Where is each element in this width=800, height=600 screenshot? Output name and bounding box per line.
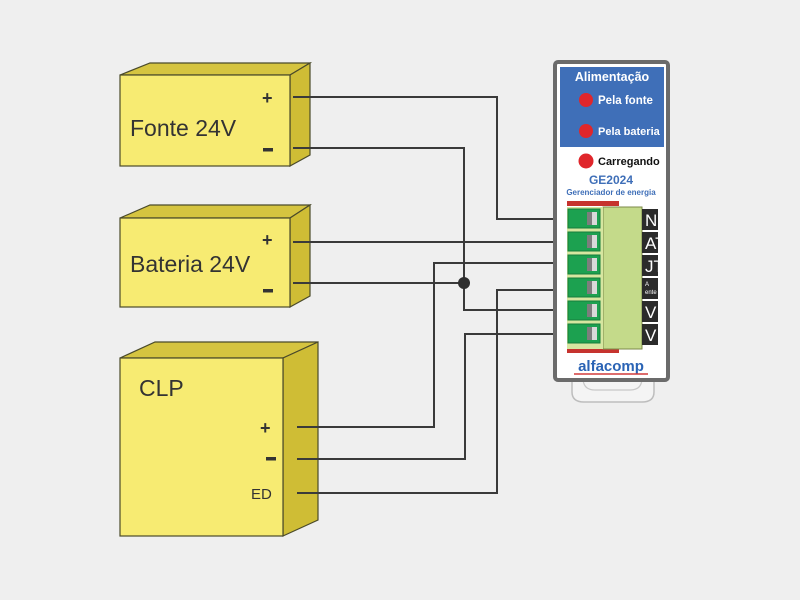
terminal-screw-highlight xyxy=(592,304,597,317)
fonte-top xyxy=(119,62,313,76)
bateria-top xyxy=(119,204,313,219)
fonte-front xyxy=(119,74,291,167)
terminal-screw-highlight xyxy=(592,235,597,248)
clp-label: CLP xyxy=(139,375,184,401)
terminal-label-text: V xyxy=(645,303,657,322)
terminal-label-bg xyxy=(642,255,658,276)
din-clip-inner xyxy=(582,377,643,391)
terminal-label-bg xyxy=(642,301,658,322)
terminal-label-2: AT xyxy=(642,232,665,253)
terminal-label-text: A xyxy=(645,282,649,288)
terminal-label-text: N xyxy=(645,211,657,230)
terminal-label-text: ente xyxy=(645,290,657,296)
clp-minus-label xyxy=(266,457,276,461)
terminal-label-bg xyxy=(642,209,658,230)
ge2024-module: Alimentação Pela fonte Pela bateria Carr… xyxy=(553,60,670,403)
led-label-pela-fonte: Pela fonte xyxy=(598,95,653,107)
bateria-minus-label xyxy=(263,289,273,293)
fonte-label: Fonte 24V xyxy=(130,115,237,141)
status-panel xyxy=(560,67,664,147)
wire-fonte-minus-to-junction xyxy=(293,147,465,283)
wire-v2-to-clp-minus xyxy=(297,333,585,460)
terminal-red-bottom xyxy=(567,348,619,353)
wire-fonte-plus-to-in xyxy=(293,96,585,220)
terminal-screw-highlight xyxy=(592,281,597,294)
terminal-screw xyxy=(587,235,592,248)
terminal-label-5: V xyxy=(642,301,658,322)
wire-out-to-clp-plus xyxy=(297,262,585,428)
brand-logo: alfacomp xyxy=(578,358,644,375)
terminal-screw xyxy=(587,281,592,294)
terminal-screw xyxy=(587,212,592,225)
wires xyxy=(293,96,585,494)
terminal-label-bg xyxy=(642,324,658,345)
terminal-red-top xyxy=(567,201,619,206)
model-subtitle: Gerenciador de energia xyxy=(566,188,656,197)
terminal-4 xyxy=(567,277,601,298)
terminal-label-6: V xyxy=(642,324,658,345)
clp-front xyxy=(119,357,284,537)
terminal-label-text: JT xyxy=(645,257,664,276)
bateria-front xyxy=(119,217,291,308)
terminal-5 xyxy=(567,300,601,321)
led-pela-fonte xyxy=(579,93,593,107)
terminal-6 xyxy=(567,323,601,344)
terminal-label-bg xyxy=(642,278,658,299)
terminal-screw xyxy=(587,258,592,271)
fonte-box: Fonte 24V + xyxy=(119,61,313,168)
model-name: GE2024 xyxy=(589,173,633,187)
terminal-slots xyxy=(567,208,601,344)
led-pela-bateria xyxy=(579,124,593,138)
bateria-label: Bateria 24V xyxy=(130,251,251,277)
led-label-pela-bateria: Pela bateria xyxy=(598,126,661,138)
led-carregando xyxy=(578,153,594,169)
wire-falta-to-clp-ed xyxy=(297,289,585,494)
terminal-label-text: AT xyxy=(645,234,665,253)
terminal-plug-body xyxy=(602,206,643,350)
fonte-side xyxy=(289,61,311,168)
panel-title: Alimentação xyxy=(575,70,650,84)
bateria-side xyxy=(289,203,311,309)
clp-box: CLP + ED xyxy=(119,341,319,537)
clp-plus-label: + xyxy=(260,418,271,438)
terminal-label-1: N xyxy=(642,209,658,230)
bateria-box: Bateria 24V + xyxy=(119,203,313,309)
terminal-screw-highlight xyxy=(592,212,597,225)
led-label-carregando: Carregando xyxy=(598,156,660,168)
clp-side xyxy=(282,341,319,537)
terminal-1 xyxy=(567,208,601,229)
junction-dot xyxy=(458,277,470,289)
fonte-minus-label xyxy=(263,148,273,152)
fonte-plus-label: + xyxy=(262,88,273,108)
terminal-screw-highlight xyxy=(592,258,597,271)
terminal-screw-highlight xyxy=(592,327,597,340)
wire-bateria-minus-to-v1 xyxy=(293,282,585,311)
terminal-screw xyxy=(587,327,592,340)
terminal-label-3: JT xyxy=(642,255,664,276)
terminal-label-text: V xyxy=(645,326,657,345)
clp-ed-label: ED xyxy=(251,486,272,503)
bateria-plus-label: + xyxy=(262,230,273,250)
terminal-label-bg xyxy=(642,232,658,253)
terminal-3 xyxy=(567,254,601,275)
terminal-2 xyxy=(567,231,601,252)
terminal-screw xyxy=(587,304,592,317)
